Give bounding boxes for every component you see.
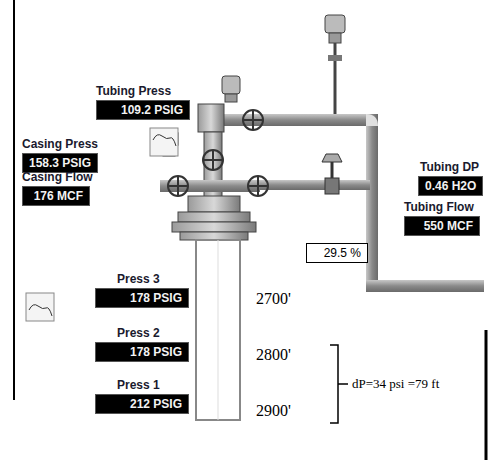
depth-label: 2900' xyxy=(256,402,291,420)
tag-label: Tubing DP xyxy=(418,160,483,174)
value-display: Tubing Press 109.2 PSIG xyxy=(96,84,190,120)
value-display: Press 3 178 PSIG xyxy=(95,272,189,308)
value-display: Tubing DP 0.46 H2O xyxy=(418,160,483,196)
value-readout: 109.2 PSIG xyxy=(96,100,190,120)
value-readout: 550 MCF xyxy=(404,216,480,236)
tag-label: Tubing Press xyxy=(96,84,190,98)
tag-label: Casing Flow xyxy=(22,170,93,184)
value-readout: 176 MCF xyxy=(22,186,90,206)
value-display: 29.5 % xyxy=(306,243,368,263)
depth-label: 2700' xyxy=(256,290,291,308)
value-display: Tubing Flow 550 MCF xyxy=(404,200,480,236)
tag-label: Press 1 xyxy=(95,378,189,392)
tag-label: Press 3 xyxy=(95,272,189,286)
note-label: dP=34 psi =79 ft xyxy=(352,376,439,392)
value-readout: 212 PSIG xyxy=(95,394,189,414)
tag-label: Casing Press xyxy=(22,137,98,151)
value-readout: 0.46 H2O xyxy=(418,176,483,196)
value-readout: 178 PSIG xyxy=(95,288,189,308)
depth-label: 2800' xyxy=(256,346,291,364)
value-display: Press 1 212 PSIG xyxy=(95,378,189,414)
tag-label: Press 2 xyxy=(95,326,189,340)
value-readout: 29.5 % xyxy=(306,243,368,263)
tag-label: Tubing Flow xyxy=(404,200,480,214)
trend-icon xyxy=(150,128,178,156)
value-display: Casing Flow 176 MCF xyxy=(22,170,93,206)
value-display: Press 2 178 PSIG xyxy=(95,326,189,362)
value-readout: 178 PSIG xyxy=(95,342,189,362)
value-display: Casing Press158.3 PSIG xyxy=(22,137,98,173)
trend-icon xyxy=(26,293,54,321)
